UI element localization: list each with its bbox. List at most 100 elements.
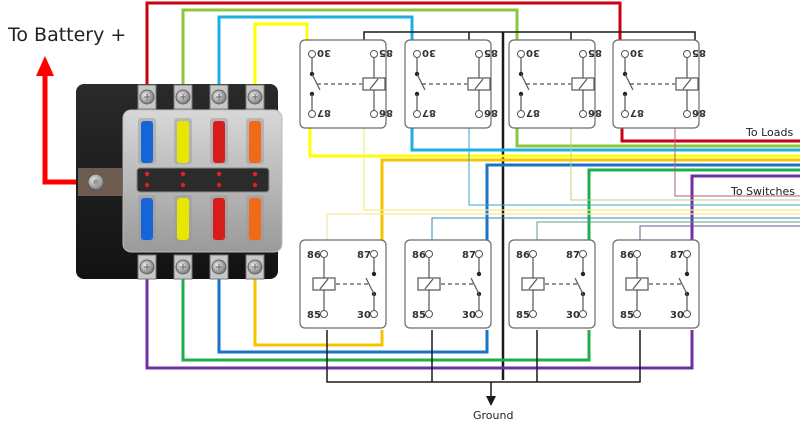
relay-pin-85: [579, 50, 587, 58]
screw-slot: [180, 264, 186, 270]
led: [180, 182, 186, 188]
screw-slot: [216, 264, 222, 270]
relay-pin-86: [370, 110, 378, 118]
relay-pin-86: [320, 250, 328, 258]
relay-pin-label: 86: [412, 250, 426, 261]
relay-pin-30: [308, 50, 316, 58]
relay-pin-87: [621, 110, 629, 118]
led: [144, 182, 150, 188]
bottom-relay-4: 86 87 85 30: [612, 239, 700, 329]
relay-pin-label: 87: [630, 107, 644, 118]
wire-lightgreen-switch: [570, 128, 800, 201]
screw-slot: [180, 94, 186, 100]
wire-red-feed: [145, 1, 622, 90]
relay-pin-label: 86: [516, 250, 530, 261]
relay-pin-86: [425, 250, 433, 258]
fuse-top-2: [177, 121, 189, 163]
relay-pin-87: [413, 110, 421, 118]
relay-pin-85: [529, 310, 537, 318]
switches-label: To Switches: [730, 185, 795, 198]
fuse-bottom-3: [213, 198, 225, 240]
relay-body: [299, 39, 387, 129]
led: [216, 182, 222, 188]
relay-pin-86: [579, 110, 587, 118]
relay-pin-label: 86: [484, 107, 498, 118]
relay-pin-label: 86: [307, 250, 321, 261]
battery-label: To Battery +: [7, 24, 126, 46]
relay-pin-label: 85: [516, 310, 530, 321]
relay-pin-87: [517, 110, 525, 118]
led: [216, 171, 222, 177]
wire-blue-feed: [217, 275, 489, 354]
wire-green-switch: [536, 221, 800, 240]
screw-slot: [252, 94, 258, 100]
relay-pin-label: 30: [526, 47, 540, 58]
wire-green-load: [587, 168, 800, 240]
relay-pin-87: [308, 110, 316, 118]
fuse-top-4: [249, 121, 261, 163]
relay-pin-label: 30: [630, 47, 644, 58]
wire-cyan-feed: [217, 15, 414, 90]
relay-pin-label: 30: [566, 310, 580, 321]
relay-pin-label: 30: [670, 310, 684, 321]
relay-pin-label: 86: [692, 107, 706, 118]
relay-pin-30: [579, 310, 587, 318]
battery-terminal-screw-center: [93, 179, 99, 185]
wire-bottom-ground-bus: [326, 330, 641, 383]
relay-pin-87: [370, 250, 378, 258]
relay-pin-label: 87: [317, 107, 331, 118]
relay-pin-label: 86: [588, 107, 602, 118]
fuse-bottom-1: [141, 198, 153, 240]
led: [252, 182, 258, 188]
relay-pin-label: 85: [412, 310, 426, 321]
wire-green-feed: [181, 275, 591, 362]
relay-pin-label: 87: [422, 107, 436, 118]
relay-pin-86: [683, 110, 691, 118]
relay-pin-30: [413, 50, 421, 58]
wire-orange-load: [380, 158, 800, 240]
wire-yellow-switch: [363, 128, 800, 211]
relay-pin-label: 85: [692, 47, 706, 58]
wires: [145, 1, 800, 406]
screw-slot: [252, 264, 258, 270]
relay-pin-30: [370, 310, 378, 318]
wire-blue-switch: [431, 217, 800, 240]
wire-top-coil-bus: [363, 31, 696, 40]
ground-arrow-head: [486, 396, 496, 406]
wire-lightgreen-feed: [181, 8, 519, 90]
led: [180, 171, 186, 177]
fuse-top-3: [213, 121, 225, 163]
top-relay-4: 30 85 87 86: [612, 39, 706, 129]
relay-pin-87: [683, 250, 691, 258]
led-strip: [136, 167, 270, 193]
relay-pin-label: 87: [670, 250, 684, 261]
relay-pin-label: 30: [422, 47, 436, 58]
ground-label: Ground: [473, 409, 513, 422]
relay-pin-86: [475, 110, 483, 118]
fuse-top-1: [141, 121, 153, 163]
relay-pin-85: [425, 310, 433, 318]
relay-pin-30: [683, 310, 691, 318]
relay-pin-label: 85: [620, 310, 634, 321]
relay-pin-87: [579, 250, 587, 258]
wire-blue-load: [485, 163, 800, 240]
relay-pin-label: 85: [379, 47, 393, 58]
relay-pin-87: [475, 250, 483, 258]
relay-pin-30: [517, 50, 525, 58]
relay-pin-label: 86: [620, 250, 634, 261]
wire-purple-feed: [145, 275, 694, 370]
relay-body: [508, 39, 596, 129]
wire-red-load: [620, 128, 800, 143]
relay-pin-label: 30: [462, 310, 476, 321]
relay-pin-85: [320, 310, 328, 318]
led: [144, 171, 150, 177]
relay-pin-label: 85: [307, 310, 321, 321]
relay-pin-86: [633, 250, 641, 258]
relay-pin-label: 85: [588, 47, 602, 58]
relay-pin-30: [621, 50, 629, 58]
relay-pin-label: 86: [379, 107, 393, 118]
